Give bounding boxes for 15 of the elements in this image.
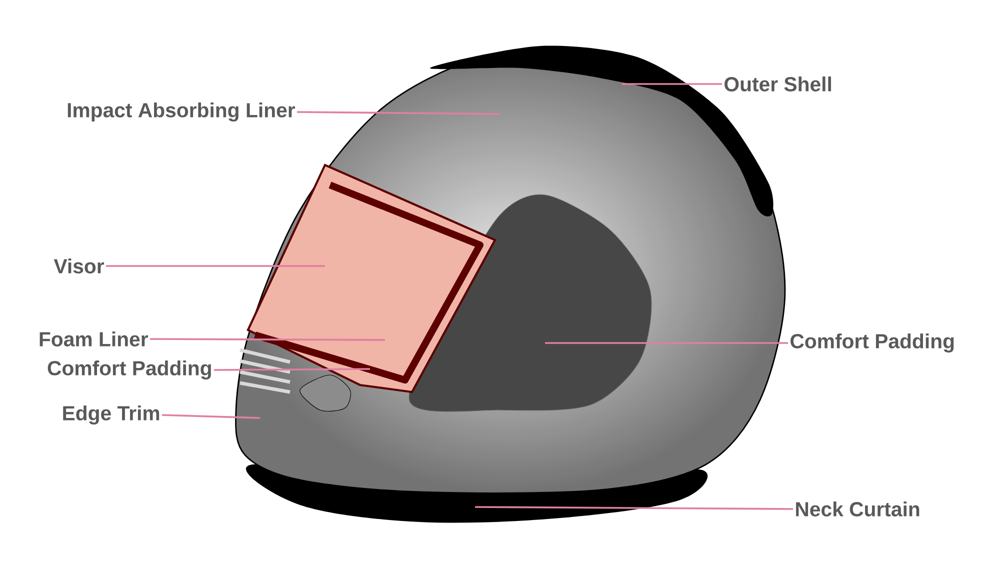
leader-line — [214, 368, 370, 371]
part-label: Visor — [54, 258, 104, 274]
part-label: Edge Trim — [63, 405, 160, 425]
leader-line — [475, 506, 794, 510]
part-label: Comfort Padding — [48, 360, 211, 380]
leader-line — [106, 265, 325, 267]
part-label: Foam Liner — [40, 332, 148, 346]
part-label: Outer Shell — [724, 76, 831, 92]
part-label: Comfort Padding — [790, 333, 954, 353]
part-label: Impact Absorbing Liner — [68, 102, 296, 122]
part-label: Neck Curtain — [796, 502, 920, 516]
leader-line — [622, 83, 722, 85]
leader-line — [162, 414, 260, 419]
leader-line — [150, 338, 386, 341]
leader-line — [297, 111, 500, 115]
